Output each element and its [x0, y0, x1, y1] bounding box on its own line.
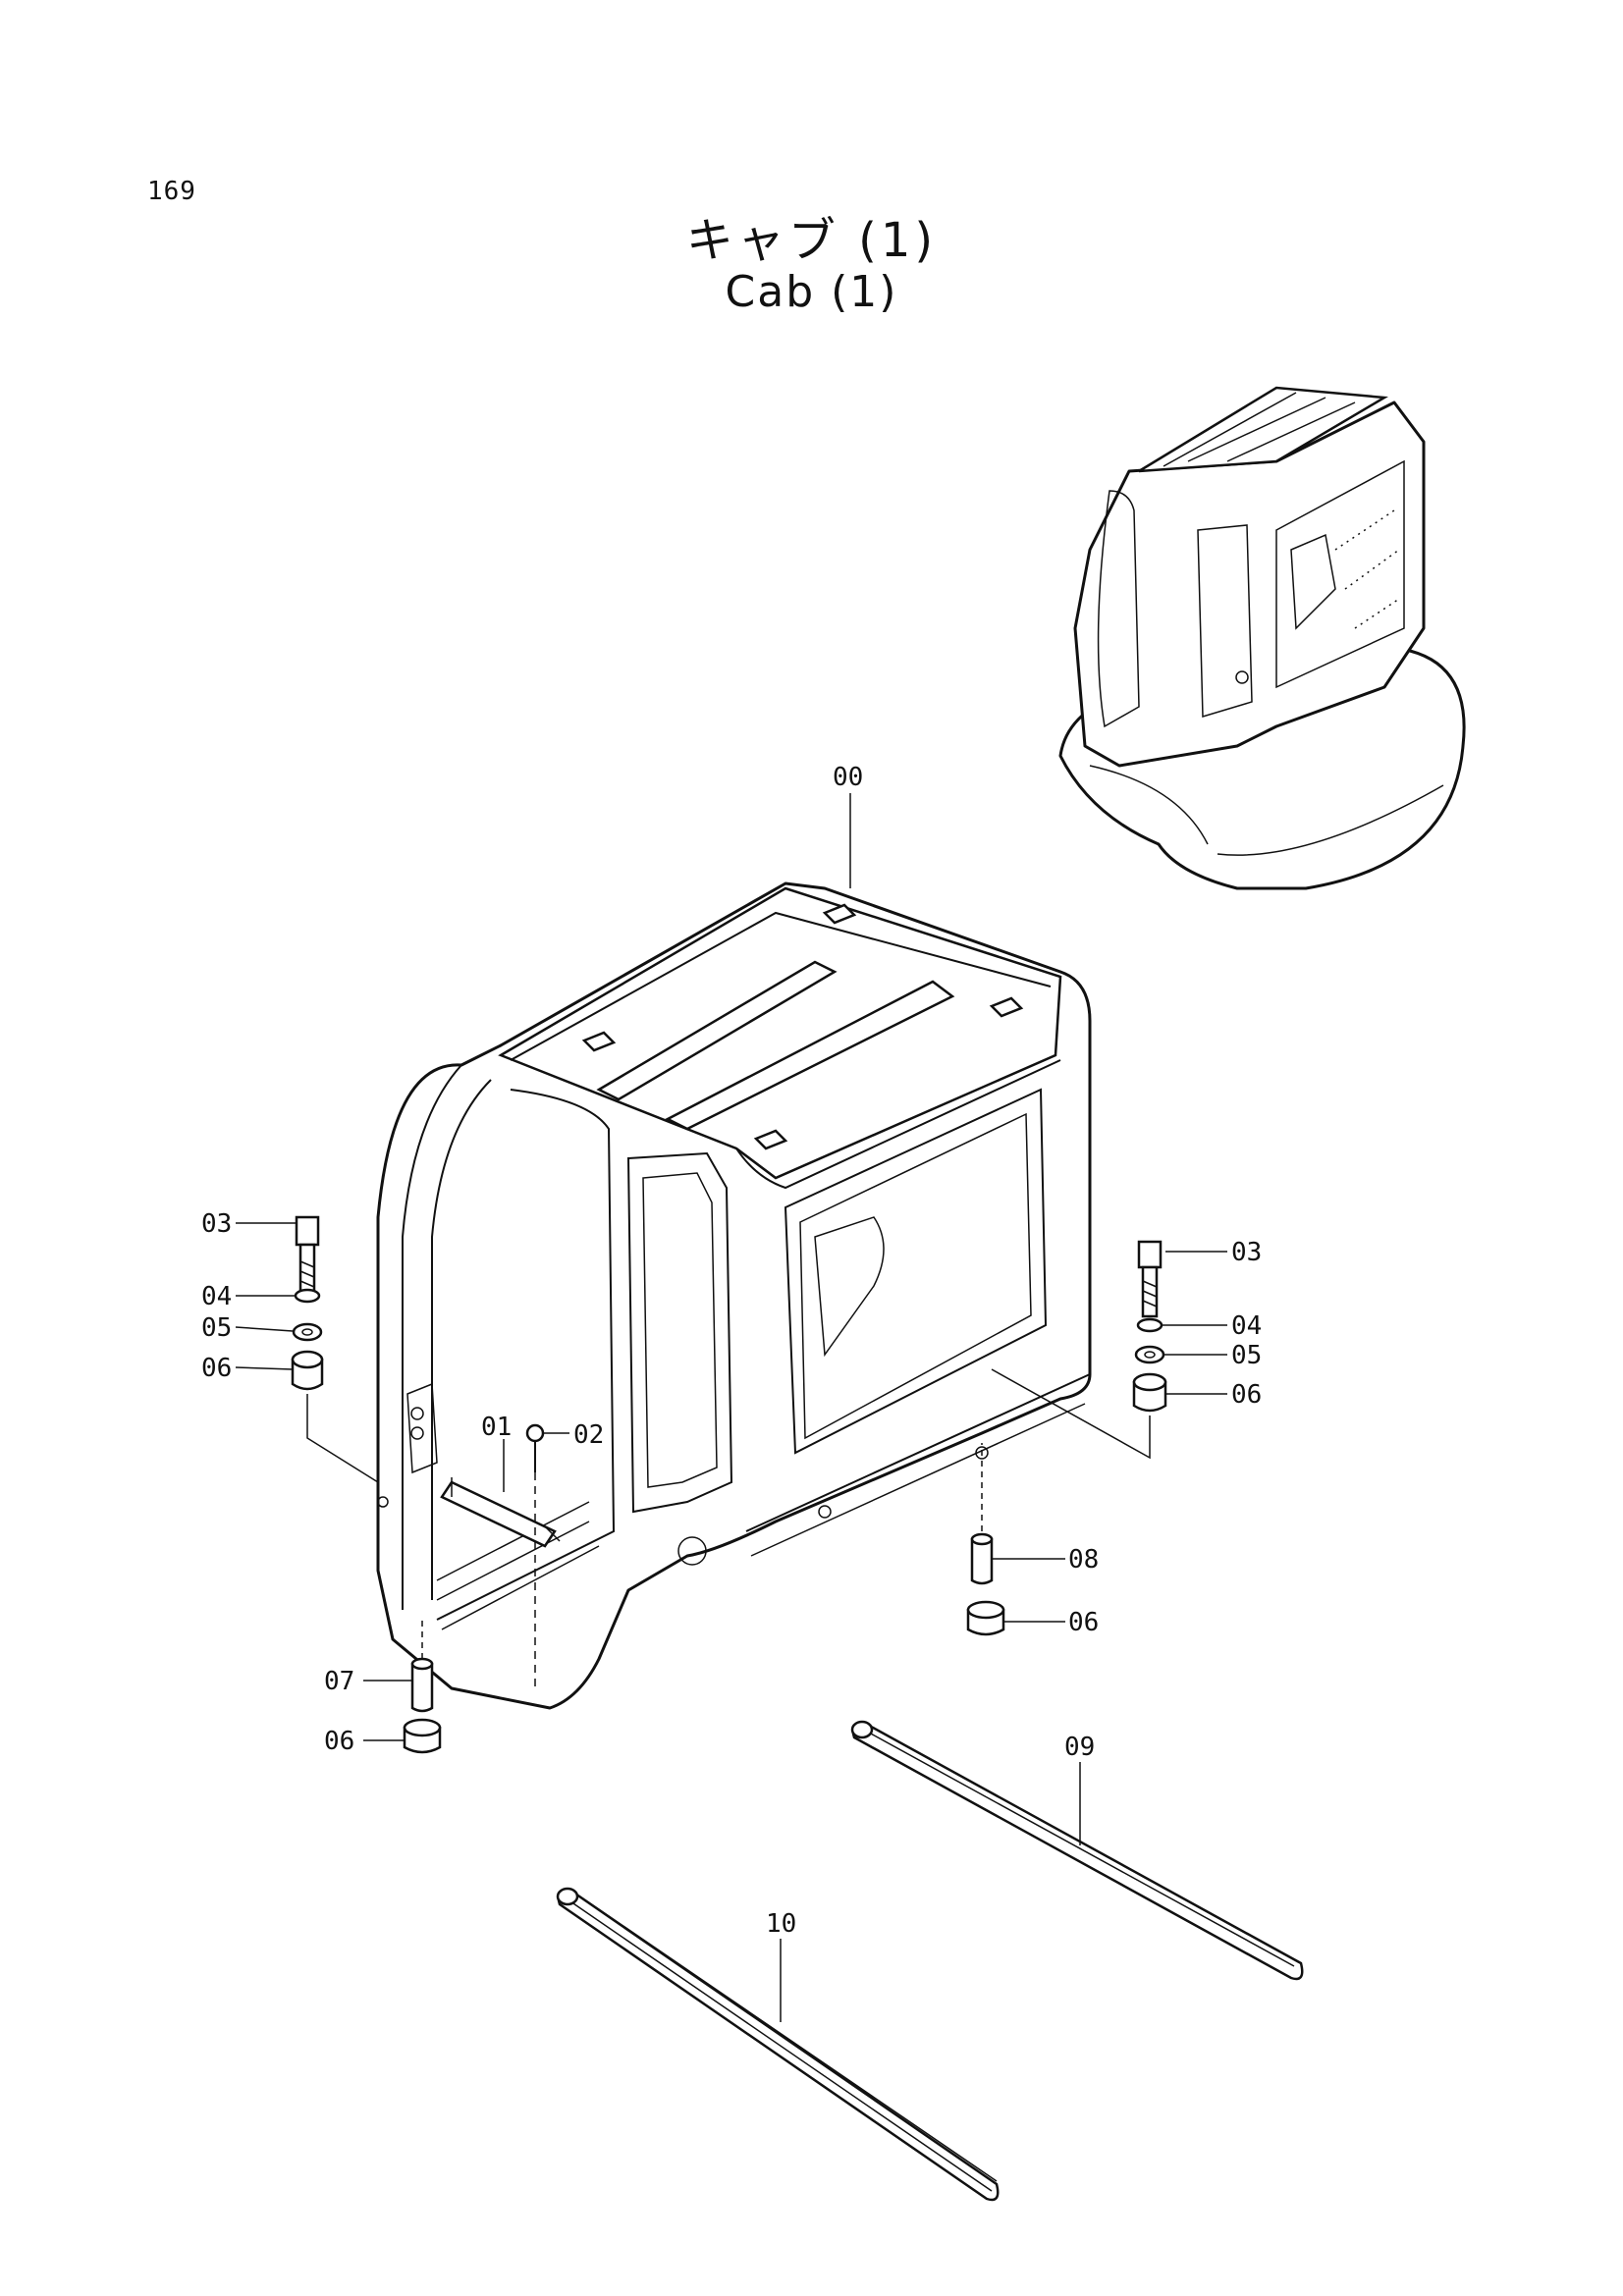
leader-lines	[235, 793, 1227, 2022]
callout-03-right: 03	[1231, 1238, 1262, 1267]
bolt-03-right	[1137, 1240, 1163, 1318]
part-01-bracket	[440, 1477, 561, 1548]
callout-03-left: 03	[201, 1209, 232, 1239]
callout-05-right: 05	[1231, 1341, 1262, 1370]
bolt-03-left	[295, 1215, 320, 1298]
cushion-06-bottom-left	[403, 1718, 442, 1754]
lock-washer-04-right	[1136, 1317, 1163, 1333]
callout-00: 00	[833, 763, 863, 792]
cushion-06-bottom-right	[966, 1600, 1005, 1636]
callout-04-right: 04	[1231, 1311, 1262, 1341]
callout-09: 09	[1064, 1733, 1095, 1762]
leader-right-stack	[991, 1368, 1151, 1460]
callout-02: 02	[573, 1420, 604, 1450]
callout-labels: 00 01 02 03 04 05 06 03 04 05 06 07 06 0…	[201, 763, 1262, 1939]
spacer-07	[410, 1620, 434, 1713]
title-japanese: キャブ (1)	[685, 213, 938, 268]
weatherstrip-10	[556, 1887, 1000, 2202]
cushion-06-left	[291, 1350, 324, 1391]
cab-frame	[376, 881, 1092, 1710]
weatherstrip-09	[850, 1720, 1304, 1981]
callout-08: 08	[1068, 1545, 1099, 1575]
callout-06-right: 06	[1231, 1380, 1262, 1410]
spacer-08	[970, 1443, 994, 1585]
lock-washer-04-left	[294, 1288, 321, 1304]
callout-05-left: 05	[201, 1313, 232, 1343]
cushion-06-right	[1132, 1372, 1167, 1413]
callout-06-bottom-left: 06	[324, 1727, 354, 1756]
title-english: Cab (1)	[725, 267, 898, 317]
callout-01: 01	[481, 1413, 512, 1442]
callout-04-left: 04	[201, 1282, 232, 1311]
page-number: 169	[147, 177, 196, 206]
callout-06-left: 06	[201, 1354, 232, 1383]
callout-07: 07	[324, 1667, 354, 1696]
callout-10: 10	[766, 1909, 796, 1939]
callout-06-bottom-right: 06	[1068, 1608, 1099, 1637]
cab-overview-thumbnail	[1058, 386, 1466, 890]
leader-left-stack	[306, 1394, 379, 1483]
washer-05-left	[292, 1322, 323, 1342]
washer-05-right	[1134, 1345, 1165, 1364]
